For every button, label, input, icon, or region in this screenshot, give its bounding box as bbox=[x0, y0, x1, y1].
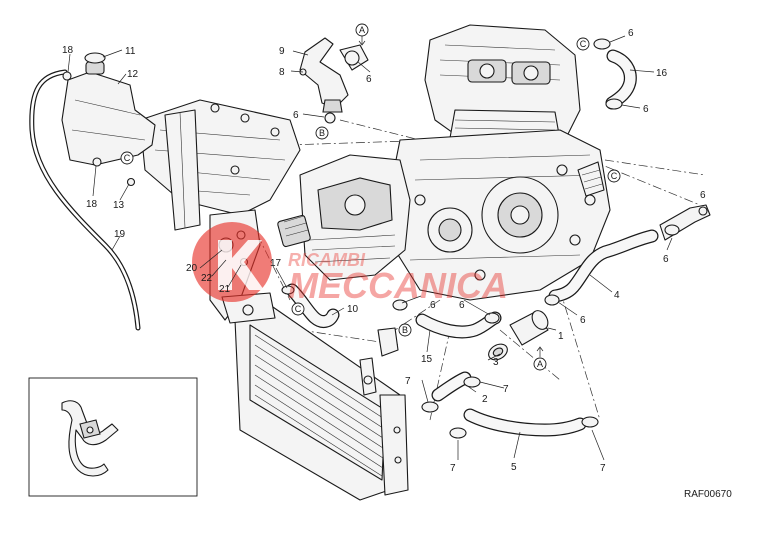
callout-16: 16 bbox=[656, 68, 668, 79]
watermark-text-top: RICAMBI bbox=[288, 250, 366, 270]
callout-9: 9 bbox=[279, 46, 285, 57]
detail-inset-14 bbox=[28, 377, 198, 497]
thermostat-housing bbox=[299, 37, 369, 124]
callout-1: 1 bbox=[558, 331, 564, 342]
callout-4: 4 bbox=[614, 290, 620, 301]
callout-10: 10 bbox=[347, 304, 359, 315]
callout-13: 13 bbox=[113, 200, 125, 211]
callout-6-b: 6 bbox=[643, 104, 649, 115]
callout-17: 17 bbox=[270, 258, 282, 269]
callout-6-e: 6 bbox=[430, 300, 436, 311]
callout-18-b: 18 bbox=[86, 199, 98, 210]
callout-7-c: 7 bbox=[450, 463, 456, 474]
callout-20: 20 bbox=[186, 263, 198, 274]
ref-C-right: C bbox=[611, 171, 618, 181]
callout-6-h: 6 bbox=[293, 110, 299, 121]
callout-22: 22 bbox=[201, 273, 213, 284]
callout-6-d: 6 bbox=[580, 315, 586, 326]
callout-5: 5 bbox=[511, 462, 517, 473]
pump-union-and-seal bbox=[377, 310, 549, 361]
callout-19: 19 bbox=[114, 229, 126, 240]
callout-6-c: 6 bbox=[663, 254, 669, 265]
phantom-lines bbox=[134, 119, 706, 421]
callout-11: 11 bbox=[125, 46, 136, 57]
ref-C-radiator: C bbox=[295, 304, 302, 314]
outlet-fitting bbox=[659, 204, 711, 241]
ref-C-tank: C bbox=[124, 153, 131, 163]
callout-6-f: 6 bbox=[459, 300, 465, 311]
callout-7-d: 7 bbox=[600, 463, 606, 474]
callout-6-g: 6 bbox=[366, 74, 372, 85]
radiator bbox=[234, 304, 409, 501]
expansion-tank bbox=[61, 52, 156, 187]
ref-C-top-right: C bbox=[580, 39, 587, 49]
callout-21: 21 bbox=[219, 284, 231, 295]
callout-6-i: 6 bbox=[700, 190, 706, 201]
watermark-text-bottom: MECCANICA bbox=[288, 265, 508, 306]
callout-8: 8 bbox=[279, 67, 285, 78]
callout-18-a: 18 bbox=[62, 45, 74, 56]
callout-15: 15 bbox=[421, 354, 433, 365]
callout-3: 3 bbox=[493, 357, 499, 368]
engine-assembly bbox=[277, 24, 611, 301]
callout-7-a: 7 bbox=[405, 376, 411, 387]
callout-6-a: 6 bbox=[628, 28, 634, 39]
ref-A-bottom: A bbox=[537, 359, 543, 369]
frame-structure bbox=[139, 99, 301, 231]
ref-B-bottom: B bbox=[402, 325, 408, 335]
overflow-hose bbox=[29, 69, 141, 331]
callout-7-b: 7 bbox=[503, 384, 509, 395]
callout-2: 2 bbox=[482, 394, 488, 405]
reference-markers: A A B B C C C C bbox=[120, 23, 621, 371]
coolant-hoses bbox=[285, 49, 659, 437]
document-code: RAF00670 bbox=[684, 489, 732, 500]
ref-B-top: B bbox=[319, 128, 325, 138]
ref-A-top: A bbox=[359, 25, 365, 35]
callout-12: 12 bbox=[127, 69, 139, 80]
